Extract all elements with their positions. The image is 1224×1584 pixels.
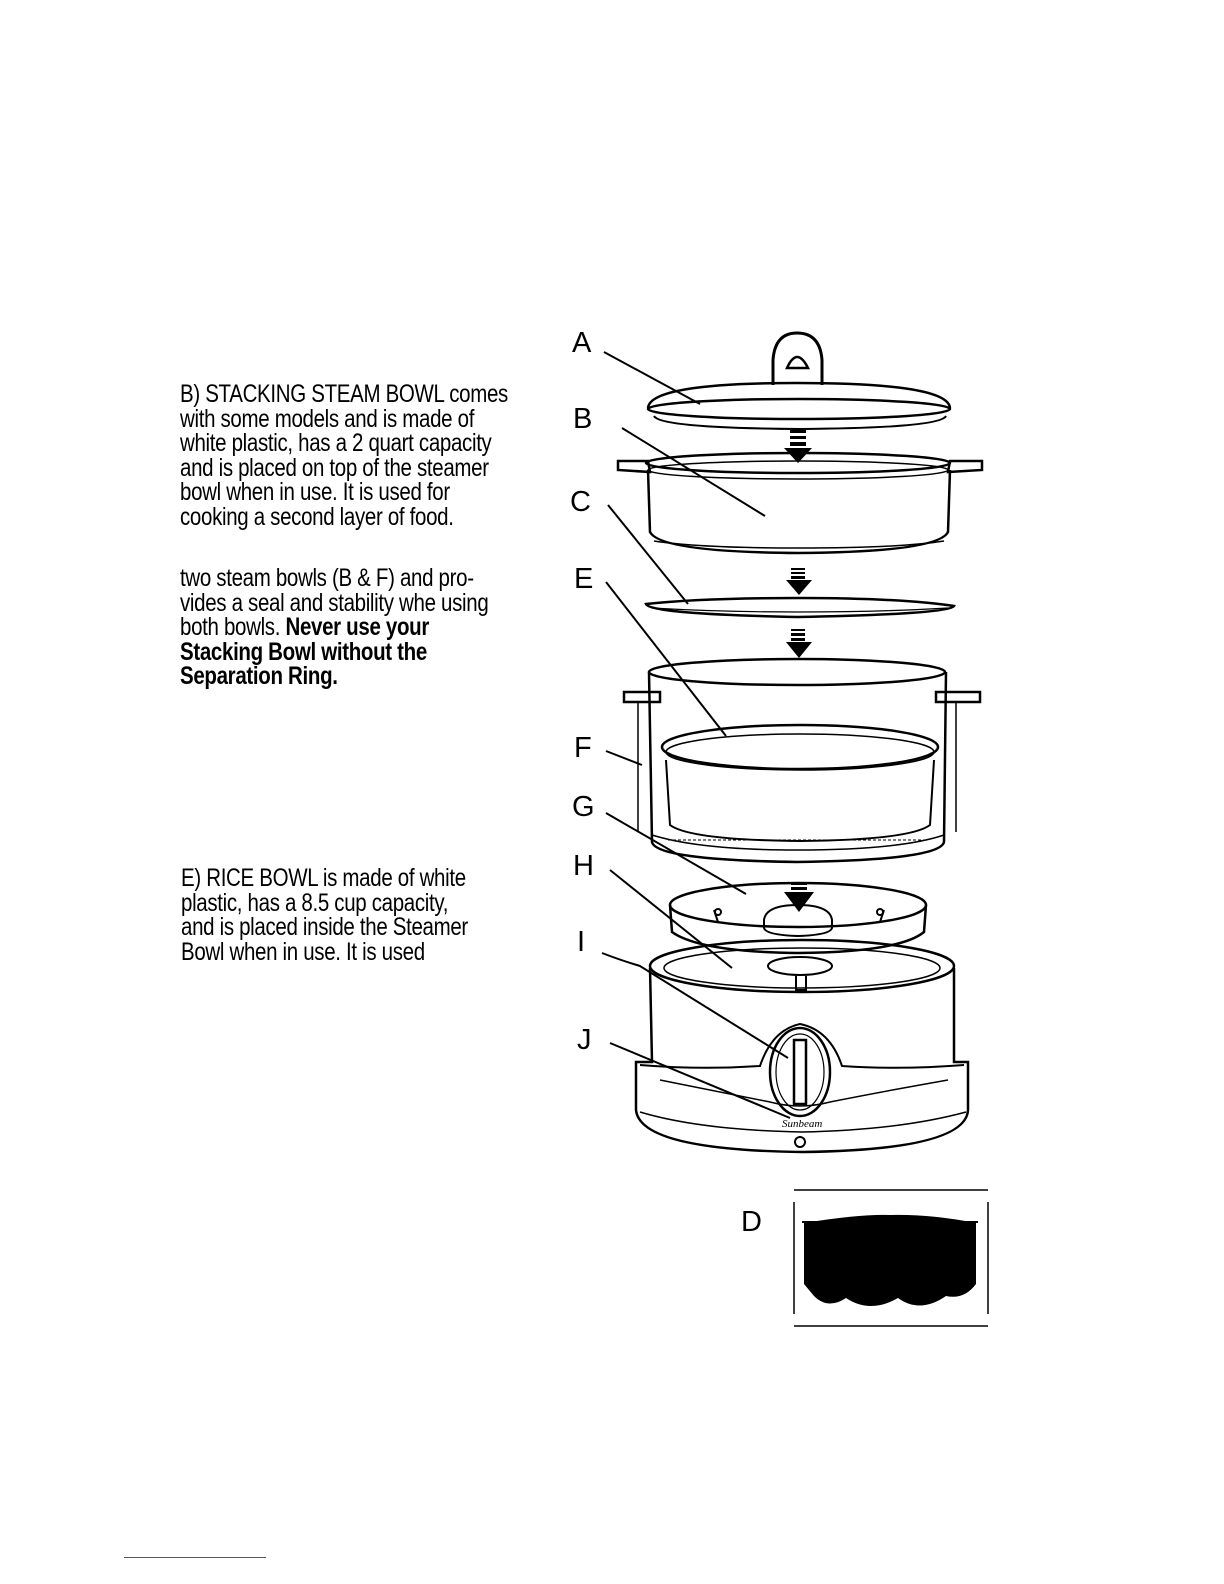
arrow-icon — [786, 629, 812, 658]
callout-letter-j: J — [577, 1024, 592, 1056]
arrow-icon — [784, 430, 812, 463]
stacking-bowl-description: B) STACKING STEAM BOWL comes with some m… — [180, 382, 508, 529]
leader-lines — [601, 351, 791, 1119]
callout-letter-g: G — [572, 791, 595, 823]
callout-letter-d: D — [741, 1206, 762, 1238]
callout-letter-i: I — [577, 926, 586, 958]
text-line: plastic, has a 8.5 cup capacity, — [181, 888, 449, 917]
timer-dial-icon — [768, 1026, 832, 1118]
text-line: two steam bowls (B & F) and pro- — [180, 564, 474, 592]
text-line: bowl when in use. It is used for — [180, 478, 450, 506]
text-line: B) STACKING STEAM BOWL comes — [180, 380, 508, 408]
text-line: vides a seal and stability whe using — [180, 588, 489, 617]
text-line: E) RICE BOWL is made of white — [181, 864, 466, 892]
separation-ring-description: two steam bowls (B & F) and pro- vides a… — [180, 564, 489, 690]
text-line: Bowl when in use. It is used — [181, 937, 425, 966]
lid-illustration — [646, 331, 952, 431]
text-line: white plastic, has a 2 quart capacity — [180, 429, 492, 457]
footer-rule — [124, 1557, 266, 1558]
text-line: with some models and is made of — [180, 404, 475, 433]
rice-bowl-illustration — [660, 723, 940, 843]
text-line: and is placed on top of the steamer — [180, 453, 489, 482]
steamer-base-illustration — [634, 938, 970, 1154]
text-line: cooking a second layer of food. — [180, 502, 454, 531]
text-fragment: both bowls. — [180, 613, 286, 641]
separation-ring-illustration — [644, 596, 956, 619]
callout-letter-c: C — [570, 486, 591, 518]
callout-letter-b: B — [573, 403, 593, 435]
callout-letter-a: A — [572, 327, 592, 359]
warning-text: Never use your — [285, 613, 430, 641]
rice-bowl-description: E) RICE BOWL is made of white plastic, h… — [181, 866, 468, 964]
power-light-icon — [794, 1136, 806, 1148]
warning-text: Separation Ring. — [180, 662, 338, 690]
stacking-bowl-illustration — [616, 451, 984, 555]
warning-text: Stacking Bowl without the — [180, 637, 427, 666]
drip-tray-illustration — [668, 881, 928, 955]
callout-letter-h: H — [573, 850, 594, 882]
text-line: and is placed inside the Steamer — [181, 913, 468, 941]
steamer-bowl-illustration — [622, 657, 982, 864]
arrow-icon — [784, 882, 814, 912]
rice-bowl-detail-illustration — [793, 1189, 989, 1327]
arrow-icon — [786, 568, 812, 595]
callout-letter-f: F — [574, 732, 592, 764]
brand-logo: Sunbeam — [782, 1118, 822, 1130]
callout-letter-e: E — [574, 563, 594, 595]
text-line: both bowls. Never use your — [180, 615, 488, 640]
